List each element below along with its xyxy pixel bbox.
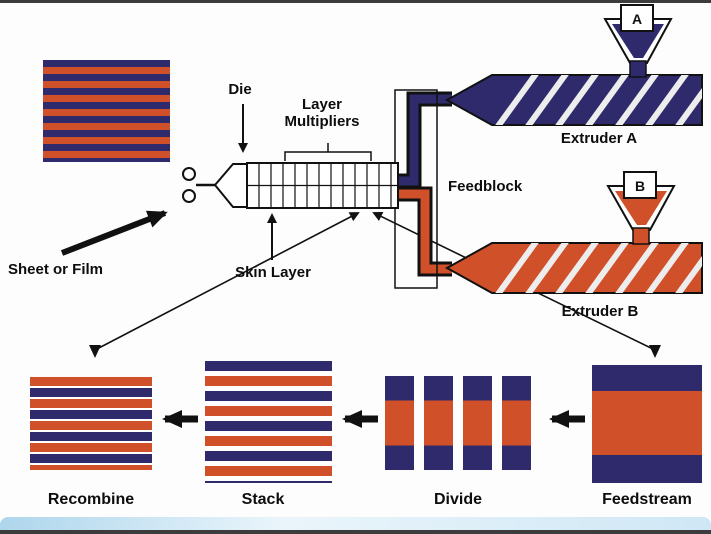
sheet-or-film-label: Sheet or Film: [8, 261, 104, 278]
extruder-a-label: Extruder A: [560, 130, 638, 147]
recombine-label: Recombine: [47, 491, 135, 508]
roller-top-icon: [182, 167, 196, 181]
extruder-b-label: Extruder B: [561, 303, 639, 320]
fan-arrowhead-right-down-icon: [649, 345, 661, 358]
bottom-watermark-strip: [0, 517, 711, 530]
melt-pipe-a: [396, 94, 452, 186]
divide-strip: [502, 376, 531, 470]
stack-label: Stack: [241, 491, 285, 508]
multiplier-bracket: [284, 151, 372, 161]
divide-strip: [424, 376, 453, 470]
hopper-b-letter: B: [635, 178, 645, 194]
hopper-a-label-box: [620, 4, 654, 32]
divide-strip: [463, 376, 492, 470]
roller-bottom-icon: [182, 189, 196, 203]
stack-swatch: [205, 361, 332, 483]
multilayer-film-swatch: [43, 60, 170, 162]
melt-pipe-b: [396, 189, 452, 274]
layer-multipliers-label: Layer Multipliers: [284, 96, 360, 131]
extruder-a: A: [444, 4, 703, 126]
hopper-b-label-box: [623, 171, 657, 199]
melt-pipe-a-outline: [396, 91, 452, 189]
extruder-b: B: [444, 171, 703, 294]
feedblock-label: Feedblock: [448, 178, 523, 195]
skin-layer-label: Skin Layer: [235, 264, 311, 281]
extruder-b-screw-icon: [493, 243, 702, 293]
die-label: Die: [228, 81, 252, 98]
recombine-swatch: [30, 377, 152, 470]
divide-label: Divide: [433, 491, 483, 508]
sheet-or-film-arrow-icon: [60, 210, 168, 256]
feedstream-label: Feedstream: [602, 491, 692, 508]
melt-pipes: [396, 91, 452, 277]
diagram-art: A B: [60, 4, 703, 428]
die-and-multipliers: [182, 162, 399, 209]
hopper-b-neck: [632, 227, 650, 245]
extruder-a-screw-icon: [493, 75, 702, 125]
hopper-a-letter: A: [632, 11, 642, 27]
fan-line-left: [94, 212, 360, 351]
die-shape: [213, 163, 248, 208]
annotations: [60, 104, 372, 260]
divide-strip: [385, 376, 414, 470]
hopper-a-material: [612, 24, 664, 58]
hopper-b-material: [615, 191, 667, 225]
feedstream-swatch: [592, 365, 702, 483]
fan-arrowhead-left-down-icon: [89, 345, 101, 358]
multiplier-dividers: [247, 163, 398, 208]
hopper-a-neck: [629, 60, 647, 78]
divide-swatch: [385, 376, 532, 470]
